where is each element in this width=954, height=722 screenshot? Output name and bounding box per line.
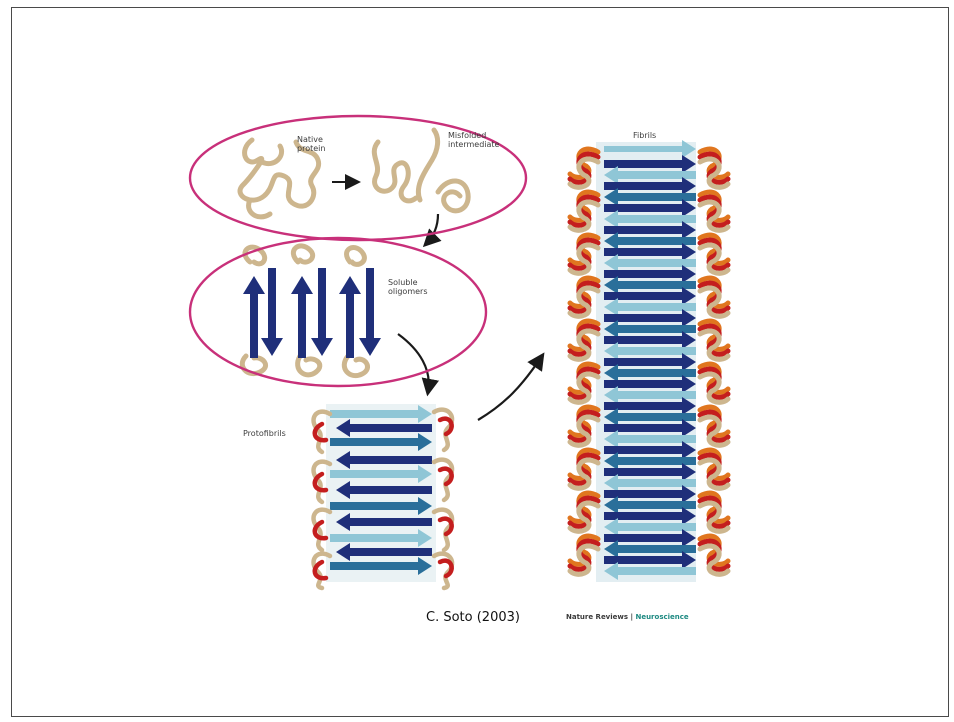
journal-credit: Nature Reviews | Neuroscience xyxy=(566,613,689,621)
credit-journal: Nature Reviews xyxy=(566,613,628,621)
label-fibrils: Fibrils xyxy=(633,131,656,140)
credit-subject: Neuroscience xyxy=(635,613,688,621)
highlight-ellipse-oligomers xyxy=(190,238,486,386)
label-native-protein: Native protein xyxy=(297,135,325,153)
fibril-stack xyxy=(570,140,728,582)
flow-arrow-icon xyxy=(398,214,542,420)
protofibril-stack xyxy=(314,404,453,588)
label-soluble-oligomers: Soluble oligomers xyxy=(388,278,427,296)
label-protofibrils: Protofibrils xyxy=(243,429,286,438)
oligomer-strands xyxy=(243,268,381,358)
soluble-oligomers xyxy=(242,246,381,376)
label-misfolded-intermediate: Misfolded intermediate xyxy=(448,131,499,149)
citation: C. Soto (2003) xyxy=(426,610,520,625)
